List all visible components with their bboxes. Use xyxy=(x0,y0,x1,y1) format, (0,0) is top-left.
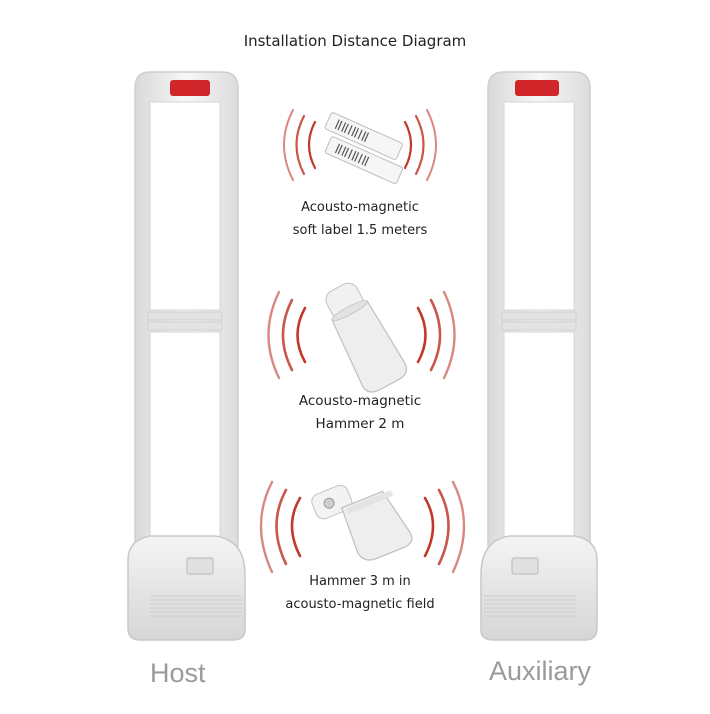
auxiliary-gate xyxy=(480,71,598,641)
host-label: Host xyxy=(150,658,206,688)
caption-line: soft label 1.5 meters xyxy=(292,223,428,238)
signal-waves xyxy=(259,109,466,574)
hammer-field-caption: Hammer 3 m in acousto-magnetic field xyxy=(245,570,475,616)
soft-label-icon xyxy=(324,112,404,185)
caption-line: Acousto-magnetic xyxy=(298,393,422,409)
hammer-tag-icon xyxy=(325,282,408,393)
auxiliary-label: Auxiliary xyxy=(489,656,592,686)
host-alarm-light xyxy=(170,80,210,96)
soft-label-caption: Acousto-magnetic soft label 1.5 meters xyxy=(265,196,455,242)
caption-line: Acousto-magnetic xyxy=(301,200,419,215)
hammer-pin-tag-icon xyxy=(311,484,413,561)
caption-line: Hammer 3 m in xyxy=(309,574,411,589)
auxiliary-alarm-light xyxy=(515,80,559,96)
hammer-caption: Acousto-magnetic Hammer 2 m xyxy=(265,390,455,436)
diagram-title: Installation Distance Diagram xyxy=(243,32,467,50)
host-gate xyxy=(127,71,246,641)
caption-line: Hammer 2 m xyxy=(315,416,405,432)
caption-line: acousto-magnetic field xyxy=(285,597,435,612)
